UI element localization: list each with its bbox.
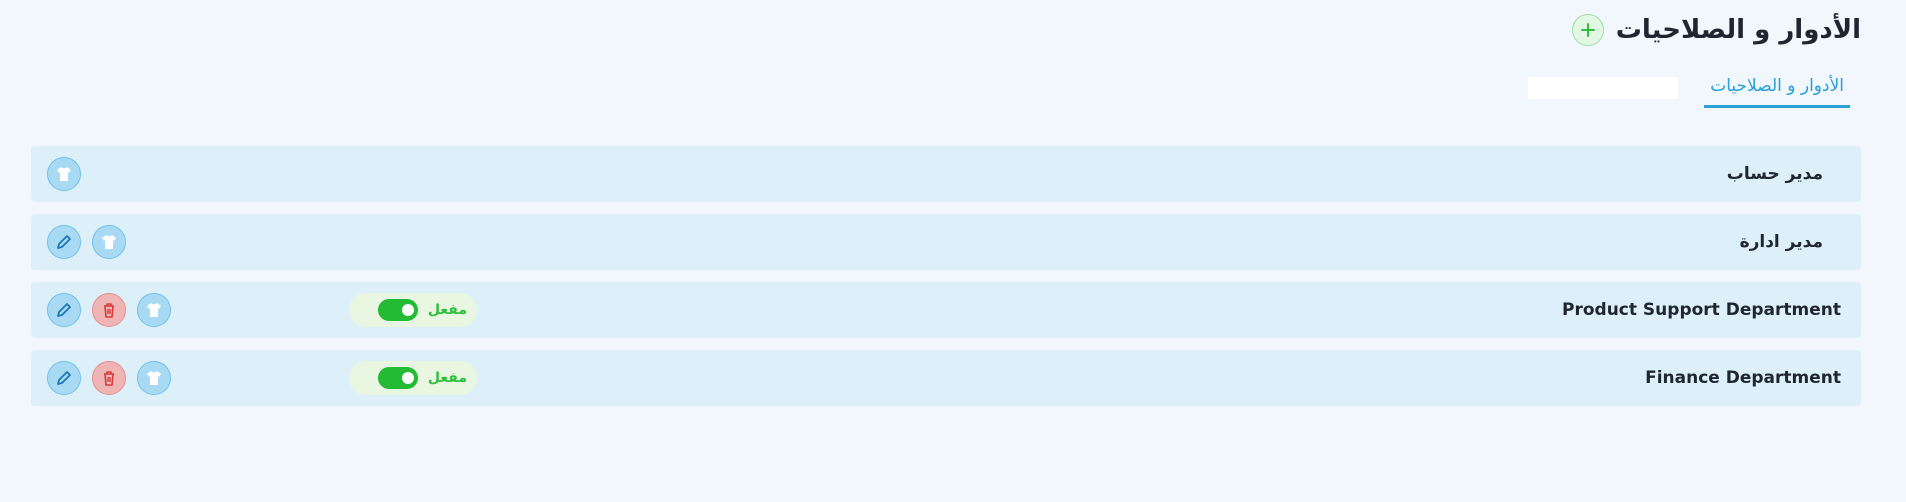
role-name: مدير حساب: [1726, 164, 1823, 184]
edit-icon: [57, 235, 71, 249]
toggle-switch[interactable]: [377, 299, 418, 321]
role-name: Product Support Department: [1562, 300, 1841, 320]
tab-roles-permissions[interactable]: الأدوار و الصلاحيات: [1704, 70, 1850, 108]
trash-icon: [104, 303, 114, 318]
status-toggle[interactable]: مفعل: [349, 361, 477, 395]
toggle-switch[interactable]: [377, 367, 418, 389]
row-actions: [47, 225, 126, 259]
plus-icon: [1580, 23, 1595, 37]
table-row: Finance Department مفعل: [31, 350, 1861, 406]
tab-blank[interactable]: [1528, 77, 1679, 99]
permissions-icon: [102, 235, 116, 249]
edit-button[interactable]: [47, 225, 81, 259]
role-name: مدير ادارة: [1739, 232, 1823, 252]
permissions-icon: [57, 167, 71, 181]
permissions-icon: [147, 371, 161, 385]
edit-icon: [57, 371, 71, 385]
status-toggle[interactable]: مفعل: [349, 293, 477, 327]
table-row: مدير حساب: [31, 146, 1861, 202]
permissions-button[interactable]: [47, 157, 81, 191]
trash-icon: [104, 371, 114, 386]
tab-bar: الأدوار و الصلاحيات: [1528, 70, 1850, 108]
permissions-button[interactable]: [92, 225, 126, 259]
row-actions: [47, 361, 171, 395]
delete-button[interactable]: [92, 293, 126, 327]
row-actions: [47, 293, 171, 327]
role-name: Finance Department: [1645, 368, 1841, 388]
delete-button[interactable]: [92, 361, 126, 395]
permissions-button[interactable]: [137, 293, 171, 327]
permissions-icon: [147, 303, 161, 317]
add-role-button[interactable]: [1571, 14, 1604, 46]
page-header: الأدوار و الصلاحيات: [1571, 12, 1861, 48]
status-label: مفعل: [427, 370, 467, 386]
table-row: مدير ادارة: [31, 214, 1861, 270]
table-row: Product Support Department مفعل: [31, 282, 1861, 338]
edit-button[interactable]: [47, 293, 81, 327]
roles-list: مدير حساب مدير ادارة Pr: [31, 146, 1861, 418]
status-label: مفعل: [427, 302, 467, 318]
edit-button[interactable]: [47, 361, 81, 395]
edit-icon: [57, 303, 71, 317]
row-actions: [47, 157, 81, 191]
page-title: الأدوار و الصلاحيات: [1615, 15, 1861, 45]
permissions-button[interactable]: [137, 361, 171, 395]
